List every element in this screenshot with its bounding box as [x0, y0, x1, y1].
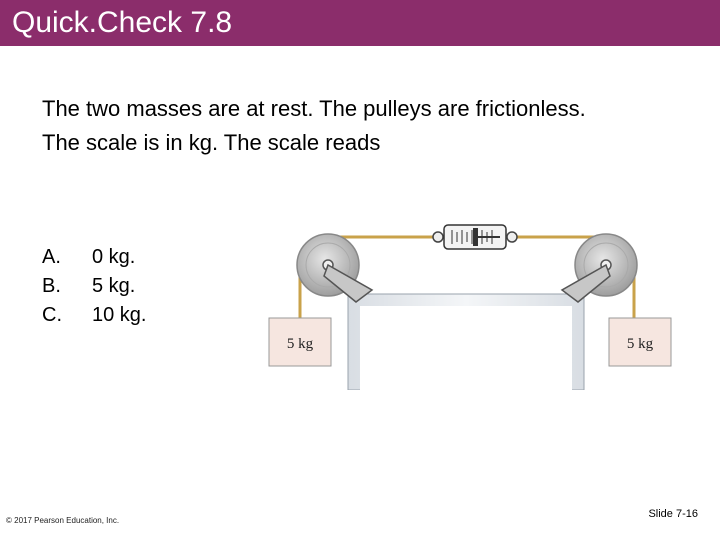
choice-text: 0 kg.: [92, 246, 136, 268]
pulley-diagram: 5 kg 5 kg: [264, 210, 694, 390]
choice-text: 5 kg.: [92, 275, 136, 297]
question-line: The two masses are at rest. The pulleys …: [42, 96, 586, 121]
spring-scale: [432, 224, 518, 250]
right-mass-label: 5 kg: [627, 336, 654, 352]
choice-a[interactable]: A. 0 kg.: [42, 243, 146, 272]
question-text: The two masses are at rest. The pulleys …: [42, 92, 702, 160]
left-mass: 5 kg: [268, 317, 332, 367]
answer-choices: A. 0 kg. B. 5 kg. C. 10 kg.: [42, 243, 146, 330]
choice-letter: B.: [42, 275, 61, 297]
slide-number: Slide 7-16: [648, 508, 698, 520]
choice-letter: C.: [42, 304, 62, 326]
choice-letter: A.: [42, 246, 61, 268]
right-mass: 5 kg: [608, 317, 672, 367]
slide-title: Quick.Check 7.8: [12, 6, 233, 39]
right-pulley: [560, 233, 638, 303]
table: [347, 293, 585, 390]
left-pulley: [296, 233, 374, 303]
copyright-notice: © 2017 Pearson Education, Inc.: [6, 516, 120, 525]
choice-c[interactable]: C. 10 kg.: [42, 301, 146, 330]
left-mass-label: 5 kg: [287, 336, 314, 352]
choice-b[interactable]: B. 5 kg.: [42, 272, 146, 301]
question-line: The scale is in kg. The scale reads: [42, 130, 381, 155]
choice-text: 10 kg.: [92, 304, 147, 326]
title-bar: Quick.Check 7.8: [0, 0, 720, 46]
